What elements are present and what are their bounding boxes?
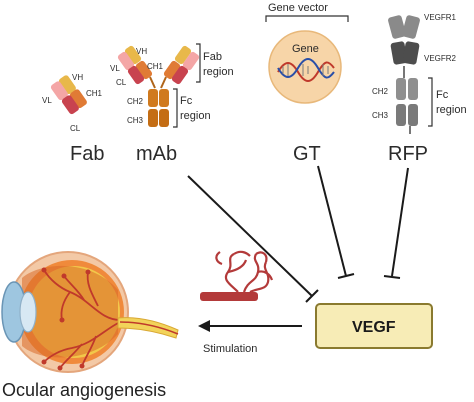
mab-cl-label: CL <box>116 78 127 87</box>
mab-left-ch1 <box>135 60 153 80</box>
mab-fab-region-label-1: Fab <box>203 51 222 63</box>
mab-title: mAb <box>136 143 177 165</box>
mab-right-ch1 <box>163 60 181 80</box>
mab-fc-ch3-right <box>159 109 169 127</box>
vessel-trunk <box>200 292 258 301</box>
rfp-protein: VEGFR1 VEGFR2 CH2 CH3 Fc region RFP <box>372 13 467 165</box>
rfp-inhibition-bar <box>383 275 401 279</box>
rfp-fc-ch3-left <box>396 104 406 126</box>
fab-cl-domain <box>61 95 79 115</box>
mab-fc-ch3-left <box>148 109 158 127</box>
vegf-box-rect <box>315 303 433 349</box>
vegf-label: VEGF <box>352 319 396 336</box>
gt-title: GT <box>293 143 321 165</box>
gene-vector-label: Gene vector <box>268 2 328 14</box>
fab-vl-domain <box>50 81 68 101</box>
gene-vector: Gene vector Gene GT <box>265 2 349 165</box>
fab-ch1-label: CH1 <box>86 89 103 98</box>
fab-ch1-domain <box>69 89 87 109</box>
rfp-vegfr2-right <box>402 41 420 65</box>
mab-left-vh <box>124 45 142 65</box>
mab-fc-region-label-1: Fc <box>180 95 193 107</box>
mab-ch2-label: CH2 <box>127 97 144 106</box>
mab-ch1-label: CH1 <box>147 62 164 71</box>
rfp-vegfr1-right <box>402 15 420 39</box>
mab-fab-region-bracket <box>196 43 201 83</box>
mab-vl-label: VL <box>110 64 120 73</box>
rfp-fc-region-label-2: region <box>436 104 467 116</box>
dna-strand-red <box>277 61 335 82</box>
mab-fc-region-label-2: region <box>180 110 211 122</box>
gt-inhibition-line <box>317 165 347 277</box>
rfp-inhibition-line <box>391 167 409 277</box>
gene-label: Gene <box>292 43 319 55</box>
vegf-box: VEGF <box>315 303 433 349</box>
fab-title: Fab <box>70 143 104 165</box>
eye-illustration <box>1 251 179 373</box>
mab-ch3-label: CH3 <box>127 116 144 125</box>
vessel-branches <box>215 250 274 294</box>
stimulation-arrow: Stimulation <box>198 320 302 355</box>
gene-vector-capsule <box>268 30 342 104</box>
rfp-fc-ch2-left <box>396 78 406 100</box>
rfp-ch2-label: CH2 <box>372 87 389 96</box>
eye-optic-nerve <box>117 317 179 339</box>
mab-fab-region-label-2: region <box>203 66 234 78</box>
mab-fc-ch2-left <box>148 89 158 107</box>
gt-inhibition-bar <box>337 273 355 279</box>
eye-vessels <box>43 269 121 369</box>
mab-fc-ch2-right <box>159 89 169 107</box>
rfp-fc-region-label-1: Fc <box>436 89 449 101</box>
gene-vector-bracket <box>265 15 349 22</box>
mab-inhibition-line <box>187 175 313 297</box>
rfp-vegfr2-label: VEGFR2 <box>424 54 457 63</box>
stimulation-label: Stimulation <box>203 343 257 355</box>
vessel-sprouting <box>200 250 274 301</box>
rfp-vegfr1-left <box>388 15 406 39</box>
stimulation-arrow-head <box>198 320 210 332</box>
mab-hinge-left <box>149 76 156 89</box>
rfp-vegfr1-label: VEGFR1 <box>424 13 457 22</box>
mab-antibody: VH CH1 VL CL CH2 CH3 Fab region Fc regio… <box>110 43 234 165</box>
rfp-fc-ch2-right <box>408 78 418 100</box>
rfp-title: RFP <box>388 143 428 165</box>
fab-vh-label: VH <box>72 73 83 82</box>
rfp-ch3-label: CH3 <box>372 111 389 120</box>
eye-lens <box>19 291 37 333</box>
rfp-fc-region-bracket <box>428 77 433 127</box>
mab-right-vl <box>182 51 200 71</box>
mab-left-vl <box>117 51 135 71</box>
mab-left-cl <box>127 65 145 85</box>
inhibition-arrows <box>187 165 409 303</box>
fab-fragment: VH VL CH1 CL Fab <box>42 73 104 165</box>
mab-fc-region-bracket <box>173 88 178 128</box>
mab-right-cl <box>171 65 189 85</box>
ocular-angiogenesis-title: Ocular angiogenesis <box>2 380 166 400</box>
eye-inner-cavity <box>22 265 118 358</box>
dna-strand-blue <box>277 58 335 79</box>
eye-central-artery <box>119 321 179 335</box>
mab-vh-label: VH <box>136 47 147 56</box>
mab-right-vh <box>174 45 192 65</box>
rfp-fc-ch3-right <box>408 104 418 126</box>
eye-vessel-nodes <box>41 267 91 371</box>
mab-inhibition-bar <box>305 289 319 303</box>
fab-vl-label: VL <box>42 96 52 105</box>
mab-hinge-right <box>160 76 167 89</box>
fab-vh-domain <box>58 75 76 95</box>
fab-cl-label: CL <box>70 124 81 133</box>
dna-base-pairs <box>282 64 329 76</box>
